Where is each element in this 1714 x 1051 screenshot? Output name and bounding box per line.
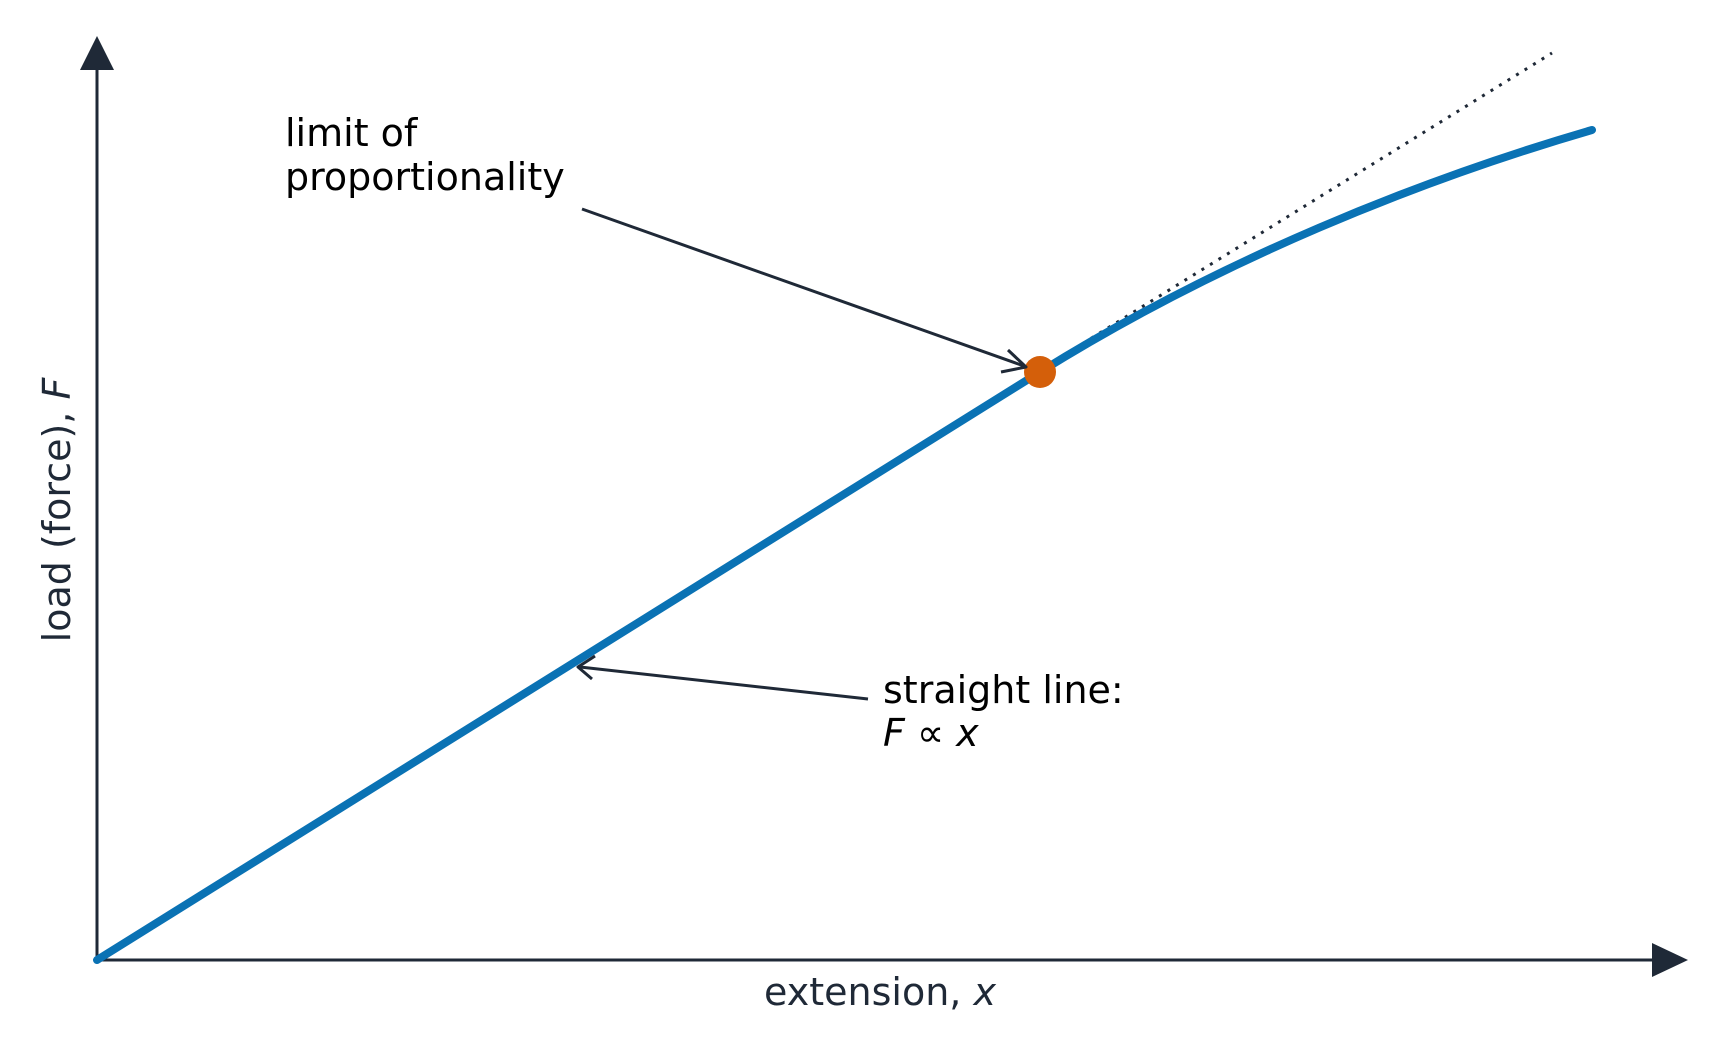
equation-force-symbol: F [883,711,906,755]
x-axis-label-variable: x [972,970,996,1014]
straight-line-pointer-line [579,665,869,701]
y-axis-label: load (force), F [35,377,79,643]
x-axis-label: extension, x [764,970,996,1014]
load-extension-curve [93,126,1596,964]
proportionality-extrapolation-line [1039,51,1553,372]
limit-label-line2: proportionality [285,155,565,199]
straight-line-equation: F ∝ x [883,711,979,755]
limit-label-line1: limit of [285,111,419,155]
limit-pointer-line [581,207,1025,368]
y-axis-label-text: load (force), [35,400,79,643]
straight-line-pointer-arrowhead [576,654,596,681]
y-axis-arrowhead [80,36,114,70]
x-axis-arrowhead [1652,943,1688,977]
limit-pointer-arrowhead [1000,348,1028,374]
limit-of-proportionality-marker [1024,356,1056,388]
y-axis-label-variable: F [35,377,79,400]
straight-line-label: straight line: [883,668,1124,712]
x-axis-label-text: extension, [764,970,973,1014]
equation-extension-symbol: x [955,711,979,755]
equation-proportional-symbol: ∝ [905,711,956,755]
